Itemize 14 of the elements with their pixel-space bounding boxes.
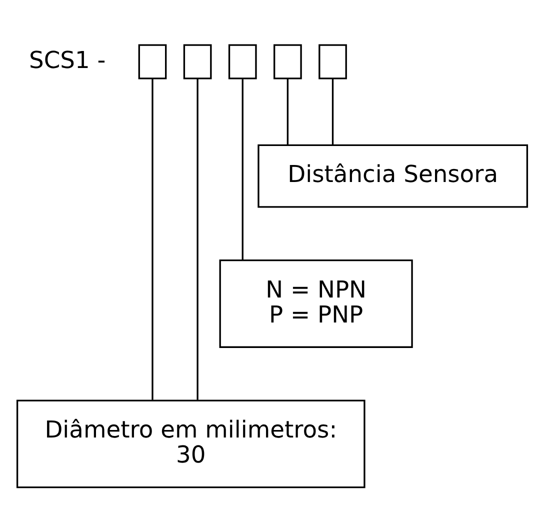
- node-box: [183, 44, 212, 79]
- node-box: N = NPN P = PNP: [219, 259, 413, 348]
- node-box: [274, 44, 302, 79]
- connector: [286, 78, 289, 144]
- node-box: Diâmetro em milimetros: 30: [16, 399, 366, 488]
- label: SCS1 -: [29, 45, 106, 74]
- connector: [196, 78, 198, 400]
- connector: [242, 78, 244, 260]
- node-box: [138, 44, 167, 79]
- connector: [332, 78, 334, 144]
- node-box: Distância Sensora: [258, 144, 528, 208]
- connector: [152, 78, 154, 400]
- node-box: [228, 44, 257, 79]
- node-box: [318, 44, 347, 79]
